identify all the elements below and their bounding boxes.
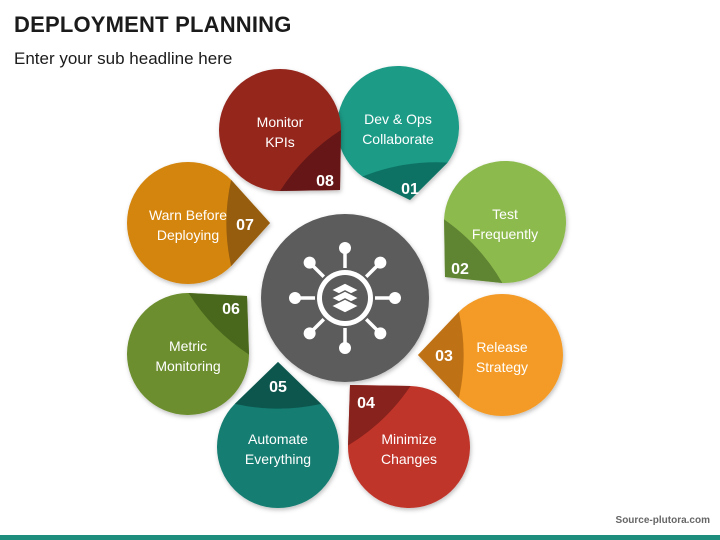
hub-node [339, 242, 351, 254]
step-bubble-05 [217, 362, 340, 509]
step-label-line2: Frequently [472, 226, 538, 242]
step-label-line1: Minimize [381, 431, 436, 447]
bubble-corner [444, 219, 503, 283]
layer-shape [329, 298, 361, 314]
step-number: 08 [316, 173, 334, 190]
bubble-corner [362, 162, 448, 200]
bubble-corner [280, 130, 341, 191]
hub-node [339, 342, 351, 354]
step-number: 05 [269, 379, 287, 396]
step-bubble-06 [127, 293, 249, 415]
hub-node [303, 327, 316, 340]
step-number: 07 [236, 217, 254, 234]
step-label-line2: Collaborate [362, 131, 434, 147]
step-label-line1: Release [476, 339, 528, 355]
bubble-corner [348, 385, 411, 446]
step-label-line2: Deploying [157, 227, 219, 243]
step-label-line1: Automate [248, 431, 308, 447]
step-bubble-04 [347, 385, 470, 508]
hub-node [374, 327, 387, 340]
step-label-line2: Monitoring [155, 358, 220, 374]
hub-node [303, 256, 316, 269]
bubble-corner [226, 179, 270, 267]
hub-node [374, 256, 387, 269]
step-label-line2: KPIs [265, 134, 295, 150]
step-bubble-02 [444, 160, 566, 283]
step-number: 02 [451, 261, 469, 278]
footer-bar [0, 535, 720, 540]
page-title: DEPLOYMENT PLANNING [14, 12, 292, 37]
step-bubble-03 [418, 294, 563, 416]
hub-node [389, 292, 401, 304]
step-number: 01 [401, 181, 419, 198]
step-label-line1: Warn Before [149, 207, 227, 223]
step-label-line2: Everything [245, 451, 311, 467]
page-subtitle: Enter your sub headline here [14, 49, 233, 68]
step-label-line2: Strategy [476, 359, 528, 375]
step-label-line1: Monitor [257, 114, 304, 130]
step-label-line2: Changes [381, 451, 437, 467]
step-number: 04 [357, 395, 375, 412]
network-layers-icon [289, 242, 401, 354]
step-label-line1: Metric [169, 338, 207, 354]
hub-node [289, 292, 301, 304]
step-bubble-08 [219, 69, 341, 191]
step-number: 06 [222, 301, 240, 318]
bubble-corner [234, 362, 322, 409]
bubble-corner [418, 311, 464, 399]
center-hub [261, 214, 429, 382]
source-credit: Source-plutora.com [615, 515, 710, 526]
step-label-line1: Dev & Ops [364, 111, 432, 127]
bubble-corner [188, 293, 249, 355]
step-bubble-07 [126, 161, 270, 284]
step-bubble-01 [337, 65, 459, 200]
step-label-line1: Test [492, 206, 518, 222]
step-number: 03 [435, 348, 453, 365]
